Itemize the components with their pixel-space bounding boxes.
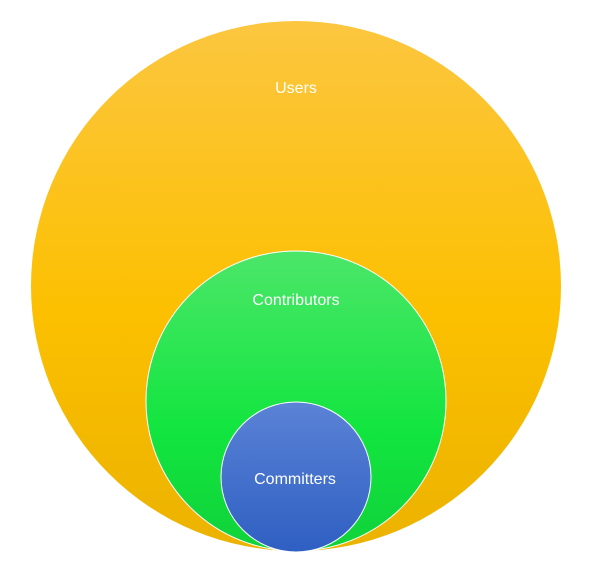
- contributors-label: Contributors: [252, 292, 339, 309]
- committers-circle: [220, 401, 372, 553]
- users-label: Users: [275, 80, 317, 97]
- committers-group: Committers: [220, 401, 372, 553]
- committers-label: Committers: [254, 471, 336, 488]
